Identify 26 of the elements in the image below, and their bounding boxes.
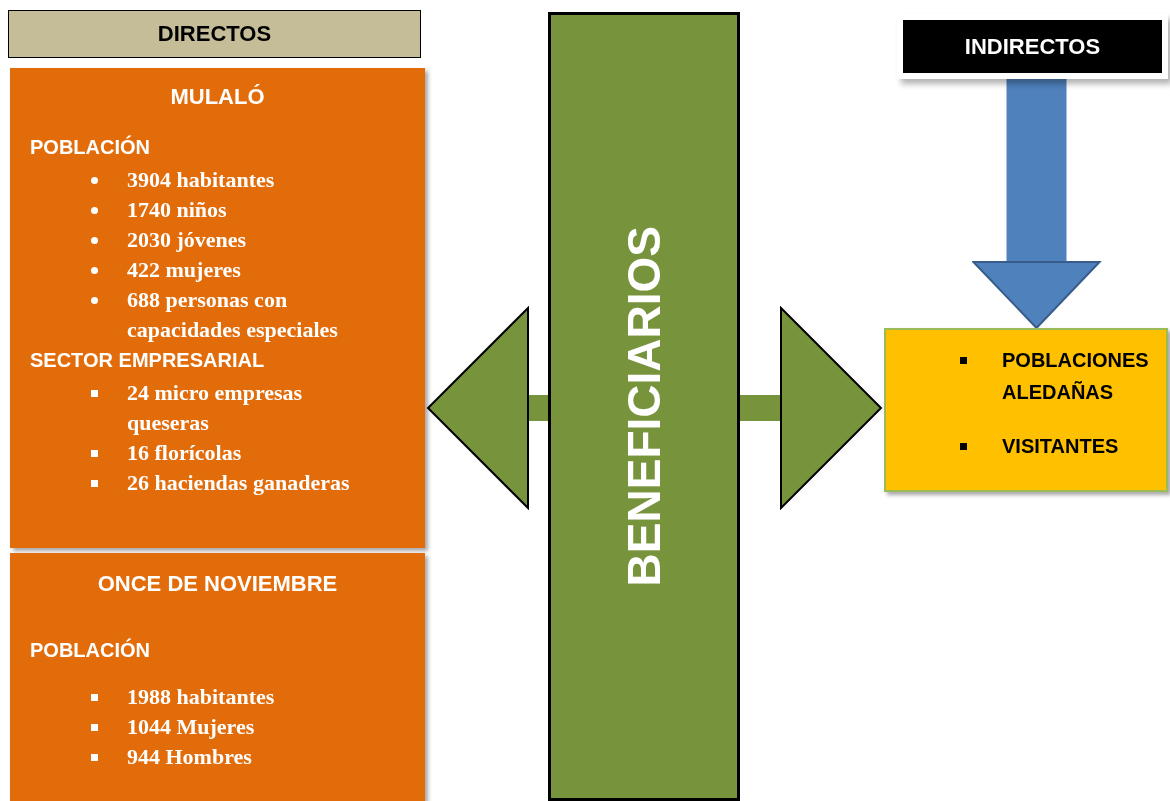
- list-item: 688 personas con capacidades especiales: [127, 287, 338, 342]
- list-item: 1044 Mujeres: [127, 714, 255, 739]
- list-item: 1988 habitantes: [127, 684, 275, 709]
- section-heading: SECTOR EMPRESARIAL: [30, 349, 266, 372]
- list-item: 422 mujeres: [127, 257, 241, 282]
- block-arrow: [427, 307, 549, 509]
- list-item: 1740 niños: [127, 197, 227, 222]
- list-item: POBLACIONES ALEDAÑAS: [1002, 349, 1149, 403]
- block-arrow: [739, 307, 882, 509]
- info-panel: [10, 553, 425, 801]
- panel-heading: MULALÓ: [169, 84, 266, 110]
- section-heading: POBLACIÓN: [30, 639, 151, 662]
- list-item: 944 Hombres: [127, 744, 252, 769]
- panel-heading: ONCE DE NOVIEMBRE: [96, 571, 339, 597]
- info-panel: [884, 328, 1168, 492]
- banner-title: BENEFICIARIOS: [617, 226, 671, 587]
- list-item: 26 haciendas ganaderas: [127, 470, 350, 495]
- info-panel: [10, 68, 425, 548]
- list-item: VISITANTES: [1002, 435, 1119, 457]
- header-label: DIRECTOS: [8, 10, 421, 58]
- section-heading: POBLACIÓN: [30, 136, 151, 159]
- list-item: 16 florícolas: [127, 440, 242, 465]
- list-item: 2030 jóvenes: [127, 227, 247, 252]
- list-item: 24 micro empresas queseras: [127, 380, 303, 435]
- banner: [548, 12, 740, 801]
- list-item: 3904 habitantes: [127, 167, 275, 192]
